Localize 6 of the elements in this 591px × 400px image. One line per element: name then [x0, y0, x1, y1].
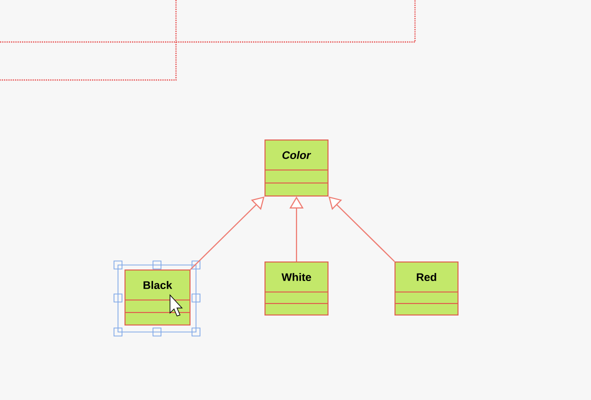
- inheritance-arrow: [190, 196, 264, 270]
- class-box: Color: [264, 140, 328, 196]
- class-box: White: [264, 262, 328, 316]
- class-box: Black: [124, 270, 190, 326]
- class-box: Red: [394, 262, 458, 316]
- inheritance-arrow: [328, 196, 395, 262]
